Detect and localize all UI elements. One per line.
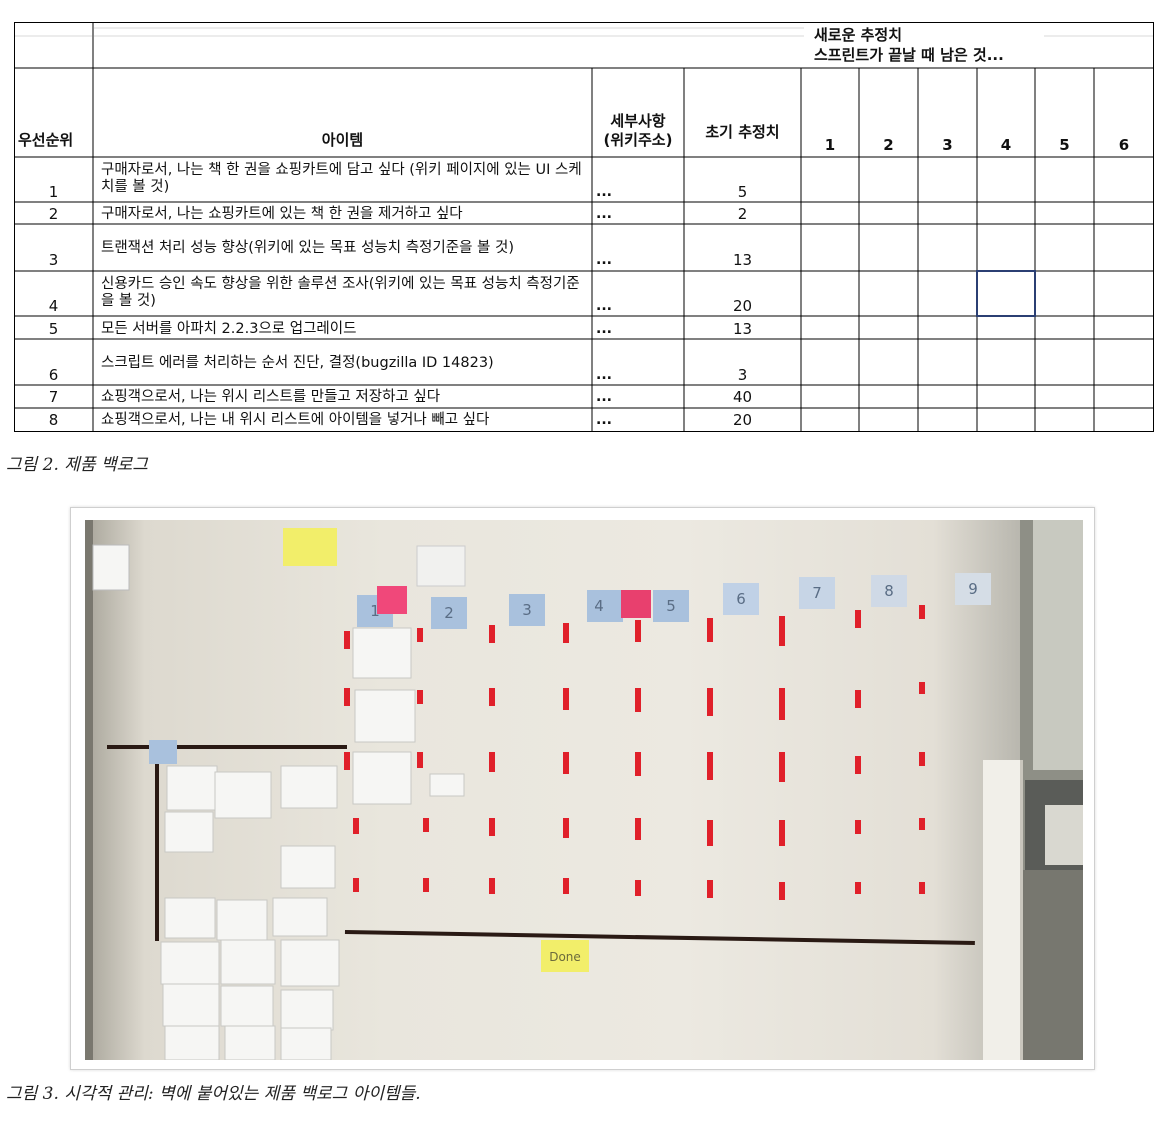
new-estimate-header-line2: 스프린트가 끝날 때 남은 것...: [814, 46, 1004, 64]
row-5-estimate: 13: [732, 320, 753, 338]
yellow-note: [283, 528, 337, 566]
row-8-estimate: 20: [732, 411, 753, 429]
red-tape-markers: [344, 605, 925, 900]
pink-note: [621, 590, 651, 618]
row-7-item: 쇼핑객으로서, 나는 위시 리스트를 만들고 저장하고 싶다: [101, 389, 441, 405]
row-6-item: 스크립트 에러를 처리하는 순서 진단, 결정(bugzilla ID 1482…: [101, 355, 494, 371]
row-7-estimate: 40: [732, 388, 753, 406]
product-backlog-table: 새로운 추정치 스프린트가 끝날 때 남은 것... 우선순위 아이템 세부사항…: [14, 22, 1154, 432]
row-8-item: 쇼핑객으로서, 나는 내 위시 리스트에 아이템을 넣거나 빼고 싶다: [101, 412, 490, 428]
row-6-estimate: 3: [737, 366, 748, 384]
blue-note: [149, 740, 177, 764]
row-4-details: ...: [596, 298, 612, 314]
figure-2-caption: 그림 2. 제품 백로그: [6, 455, 148, 475]
row-1-estimate: 5: [737, 183, 748, 201]
row-3-priority: 3: [48, 251, 59, 269]
row-8-priority: 8: [48, 411, 59, 429]
sprint-note-5: 5: [666, 597, 676, 615]
row-7-details: ...: [596, 389, 612, 405]
done-note: [541, 940, 589, 972]
row-3-item: 트랜잭션 처리 성능 향상(위키에 있는 목표 성능치 측정기준을 볼 것): [101, 240, 514, 256]
row-6-priority: 6: [48, 366, 59, 384]
row-5-item: 모든 서버를 아파치 2.2.3으로 업그레이드: [101, 321, 357, 337]
row-4-estimate: 20: [732, 297, 753, 315]
row-1-priority: 1: [48, 183, 59, 201]
priority-header: 우선순위: [18, 131, 74, 149]
sprint-note-7: 7: [812, 584, 822, 602]
row-6-details: ...: [596, 367, 612, 383]
sprint-note-9: 9: [968, 580, 978, 598]
table-grid: [14, 22, 1154, 432]
black-tape-lines: [107, 745, 975, 945]
row-2-estimate: 2: [737, 205, 748, 223]
sprint-notes: [357, 573, 991, 629]
sprint-note-8: 8: [884, 582, 894, 600]
details-header-line1: 세부사항: [610, 112, 666, 130]
wall-photo-drawing: 1 2 3 4 5 6 7 8 9: [85, 520, 1083, 1060]
row-3-details: ...: [596, 252, 612, 268]
item-header: 아이템: [321, 131, 364, 149]
initial-estimate-header: 초기 추정치: [705, 123, 780, 141]
sprint-col-4: 4: [1000, 136, 1012, 154]
wall-photo-frame: 1 2 3 4 5 6 7 8 9: [70, 507, 1095, 1070]
sprint-note-3: 3: [522, 601, 532, 619]
white-note: [416, 545, 466, 587]
sprint-note-6: 6: [736, 590, 746, 608]
sprint-col-1: 1: [824, 136, 836, 154]
sprint-note-1: 1: [370, 602, 380, 620]
sprint-note-2: 2: [444, 604, 454, 622]
row-3-estimate: 13: [732, 251, 753, 269]
figure-3-caption: 그림 3. 시각적 관리: 벽에 붙어있는 제품 백로그 아이템들.: [6, 1084, 421, 1104]
sprint-col-3: 3: [942, 136, 953, 154]
done-note-label: Done: [549, 950, 581, 964]
row-5-details: ...: [596, 321, 612, 337]
new-estimate-header-line1: 새로운 추정치: [814, 26, 903, 44]
row-1-details: ...: [596, 184, 612, 200]
row-2-details: ...: [596, 206, 612, 222]
sprint-col-6: 6: [1118, 136, 1130, 154]
row-2-priority: 2: [48, 205, 59, 223]
row-1-item: 구매자로서, 나는 책 한 권을 쇼핑카트에 담고 싶다 (위키 페이지에 있는…: [101, 162, 582, 195]
row-4-item: 신용카드 승인 속도 향상을 위한 솔루션 조사(위키에 있는 목표 성능치 측…: [101, 276, 580, 309]
pink-note: [377, 586, 407, 614]
sprint-note-4: 4: [594, 597, 604, 615]
sprint-col-5: 5: [1059, 136, 1070, 154]
wall-photo: 1 2 3 4 5 6 7 8 9: [85, 520, 1083, 1060]
row-5-priority: 5: [48, 320, 59, 338]
row-8-details: ...: [596, 412, 612, 428]
row-4-priority: 4: [48, 297, 59, 315]
sprint-col-2: 2: [883, 136, 894, 154]
row-2-item: 구매자로서, 나는 쇼핑카트에 있는 책 한 권을 제거하고 싶다: [101, 206, 463, 222]
details-header-line2: (위키주소): [603, 131, 673, 149]
row-7-priority: 7: [48, 388, 59, 406]
